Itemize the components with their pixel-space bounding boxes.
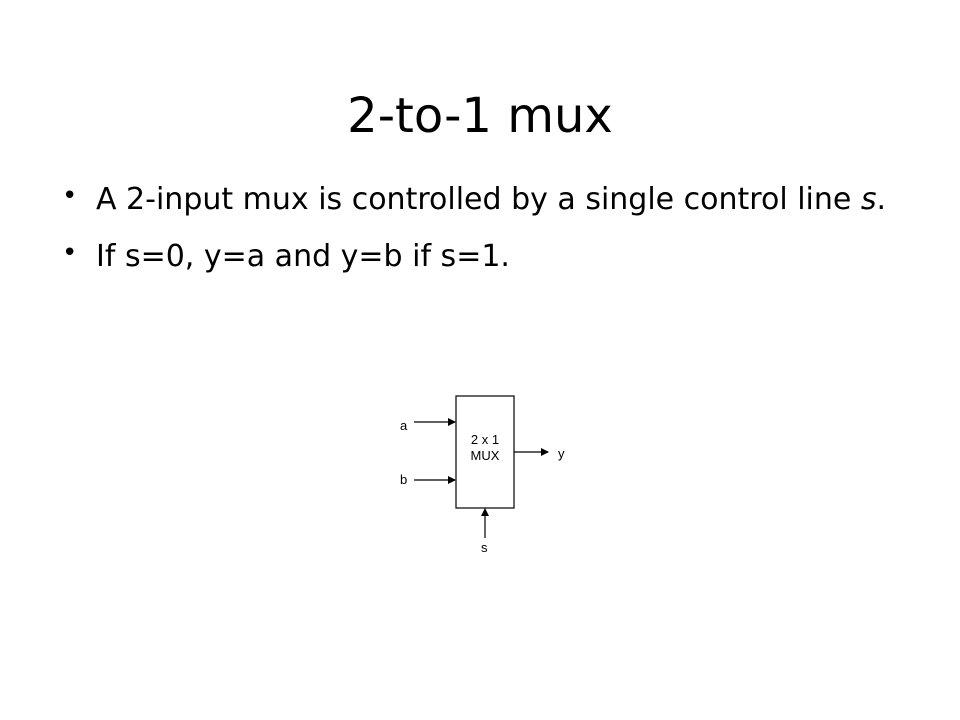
output-y-label: y [558,446,565,461]
bullet-1-text: A 2-input mux is controlled by a single … [96,182,861,217]
mux-block-label-line2: MUX [471,448,500,463]
bullet-2-text: If s=0, y=a and y=b if s=1. [96,239,510,274]
bullet-icon: • [62,181,78,211]
slide-title: 2-to-1 mux [347,88,613,145]
bullet-icon: • [62,238,78,268]
bullet-1-italic-s: s [860,182,877,217]
mux-block-label-line1: 2 x 1 [471,432,499,447]
bullet-item-2: • If s=0, y=a and y=b if s=1. [62,237,902,276]
input-a-label: a [400,418,408,433]
bullet-1-period: . [876,182,887,217]
bullet-list: • A 2-input mux is controlled by a singl… [62,180,902,294]
bullet-item-1: • A 2-input mux is controlled by a singl… [62,180,902,219]
select-s-label: s [481,540,488,555]
input-b-label: b [400,472,407,487]
mux-diagram: 2 x 1 MUX a b y s [400,395,565,555]
